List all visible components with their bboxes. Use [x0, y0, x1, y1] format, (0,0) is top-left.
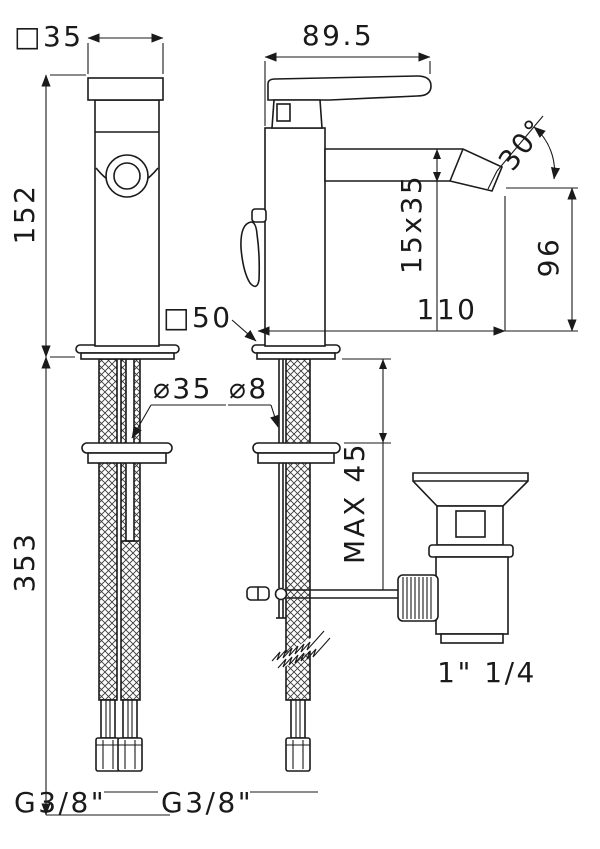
dim-spout-section: 15x35	[395, 149, 441, 331]
break-symbol	[270, 630, 332, 670]
dim-spout-section-label: 15x35	[395, 174, 428, 274]
waste-linkage	[246, 586, 399, 619]
dim-max-deck: MAX 45	[338, 358, 391, 590]
spout	[324, 148, 504, 192]
front-view-faucet	[75, 77, 180, 772]
popup-rod	[278, 359, 284, 588]
dim-spout-height: 96	[506, 187, 578, 332]
dim-handle-section: □35	[14, 20, 164, 74]
dim-thread-side-label: G3/8"	[161, 786, 253, 819]
dim-lever-length-label: 89.5	[302, 19, 374, 52]
lever-handle	[267, 75, 432, 129]
dim-thread-side: G3/8"	[161, 786, 318, 819]
dim-spout-reach-label: 110	[417, 293, 478, 326]
dim-thread-front: G3/8"	[14, 786, 158, 819]
dim-lever-length: 89.5	[264, 19, 431, 126]
dim-spout-height-label: 96	[532, 237, 565, 278]
mounting-hardware-front	[81, 442, 173, 464]
hose-fitting-side	[285, 699, 311, 772]
dim-tails-length-label: 353	[8, 532, 41, 593]
dim-handle-section-label: □35	[14, 20, 84, 53]
dim-rod-dia: ⌀8	[228, 372, 279, 428]
mounting-hardware-side	[252, 442, 341, 464]
dimensions: □35 89.5 152 353 □50 110	[8, 19, 578, 819]
faucet-body-side	[264, 127, 326, 347]
dim-waste-size-label: 1" 1/4	[437, 656, 537, 689]
dim-base-section-label: □50	[163, 301, 233, 334]
dim-body-height: 152	[8, 74, 86, 358]
side-view-faucet	[240, 75, 504, 772]
faucet-body-front	[87, 77, 164, 347]
hose-fitting-front-right	[117, 699, 143, 772]
dim-tails-dia-label: ⌀35	[153, 372, 213, 405]
waste-drain-assembly	[397, 472, 529, 644]
base-plate-front	[75, 344, 180, 360]
dim-base-section: □50	[163, 301, 257, 342]
waste-slot	[455, 510, 486, 538]
dim-tails-dia: ⌀35	[131, 372, 226, 439]
base-plate-side	[251, 344, 341, 360]
side-control-lever	[240, 208, 267, 288]
dim-waste-size: 1" 1/4	[437, 656, 537, 689]
dim-thread-front-label: G3/8"	[14, 786, 106, 819]
dim-max-deck-label: MAX 45	[338, 442, 371, 564]
dim-body-height-label: 152	[8, 184, 41, 245]
dim-rod-dia-label: ⌀8	[229, 372, 269, 405]
dim-spout-reach: 110	[257, 196, 578, 336]
knurled-adjuster-knob	[397, 574, 439, 622]
hose-fitting-front-left	[95, 699, 121, 772]
dim-tails-length: 353	[8, 356, 170, 816]
